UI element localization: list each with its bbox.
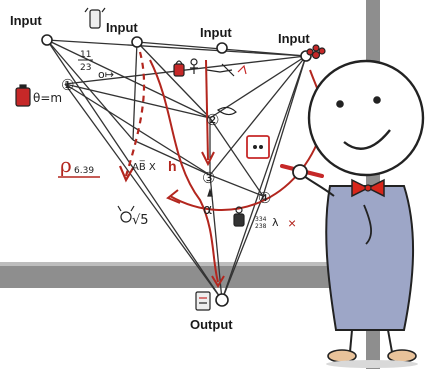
hidden-nodes: ① ② ③ ④ (61, 77, 271, 207)
arrow-scribble: o↦ (98, 68, 114, 81)
node-1-label: ① (61, 77, 74, 94)
output-node (215, 293, 229, 307)
rho-subscript: 6.39 (74, 166, 94, 176)
root-scribble: √5 (132, 213, 149, 228)
node-4-label: ④ (258, 190, 271, 207)
input-nodes (41, 34, 312, 307)
flower-icon (306, 44, 326, 60)
small-fraction-bottom: 238 (255, 223, 267, 230)
robot-icon (233, 206, 245, 227)
key-icon (237, 64, 247, 75)
vector-scribble: AB̅ X (132, 160, 156, 173)
fraction-bottom: 23 (80, 63, 91, 73)
input-node-3 (216, 42, 228, 54)
character-left-leg (349, 329, 353, 353)
input-node-1 (41, 34, 53, 46)
notepad-icon (195, 291, 211, 311)
battery-icon (15, 84, 31, 107)
bug-icon (117, 205, 135, 223)
input-label-4: Input (278, 31, 310, 46)
output-label: Output (190, 317, 233, 332)
input-node-2 (131, 36, 143, 48)
lock-icon (173, 60, 185, 77)
input-label-1: Input (10, 13, 42, 28)
character-right-eye (373, 96, 381, 104)
character-left-shoe (327, 349, 357, 363)
input-label-2: Input (106, 20, 138, 35)
figure-icon (190, 58, 198, 74)
rho-scribble: ρ (60, 153, 72, 177)
down-arrow (201, 59, 215, 167)
lambda-scribble: λ (272, 216, 279, 229)
character-left-eye (336, 100, 344, 108)
board-bottom-rail (0, 266, 380, 288)
cartoon-character (280, 59, 425, 368)
h-scribble: h (168, 158, 177, 174)
x-scribble: × (288, 215, 296, 231)
character-right-shoe (387, 349, 417, 363)
doodle-icons (15, 7, 326, 311)
calendar-icon (246, 135, 270, 159)
theta-scribble: θ=m (33, 91, 62, 105)
character-smile (343, 129, 391, 150)
scribbles: 11 23 o↦ θ=m ρ 6.39 AB̅ X h α √5 334 238… (33, 50, 296, 231)
character-shadow (326, 360, 418, 368)
small-fraction-top: 334 (255, 216, 267, 223)
node-3-label: ③ (202, 170, 215, 187)
fraction-top: 11 (80, 50, 91, 60)
character-right-leg (387, 329, 393, 353)
phone-icon (84, 7, 106, 29)
chain-icon (206, 63, 235, 77)
node-2-label: ② (206, 112, 219, 129)
alpha-scribble: α (203, 202, 212, 218)
character-hand (292, 164, 308, 180)
character-head (307, 59, 425, 177)
dashed-red-arrow (118, 51, 146, 183)
bow-tie (351, 178, 385, 198)
input-label-3: Input (200, 25, 232, 40)
drop-icon (207, 188, 213, 197)
face-icon (216, 106, 237, 116)
character-body (325, 185, 415, 331)
